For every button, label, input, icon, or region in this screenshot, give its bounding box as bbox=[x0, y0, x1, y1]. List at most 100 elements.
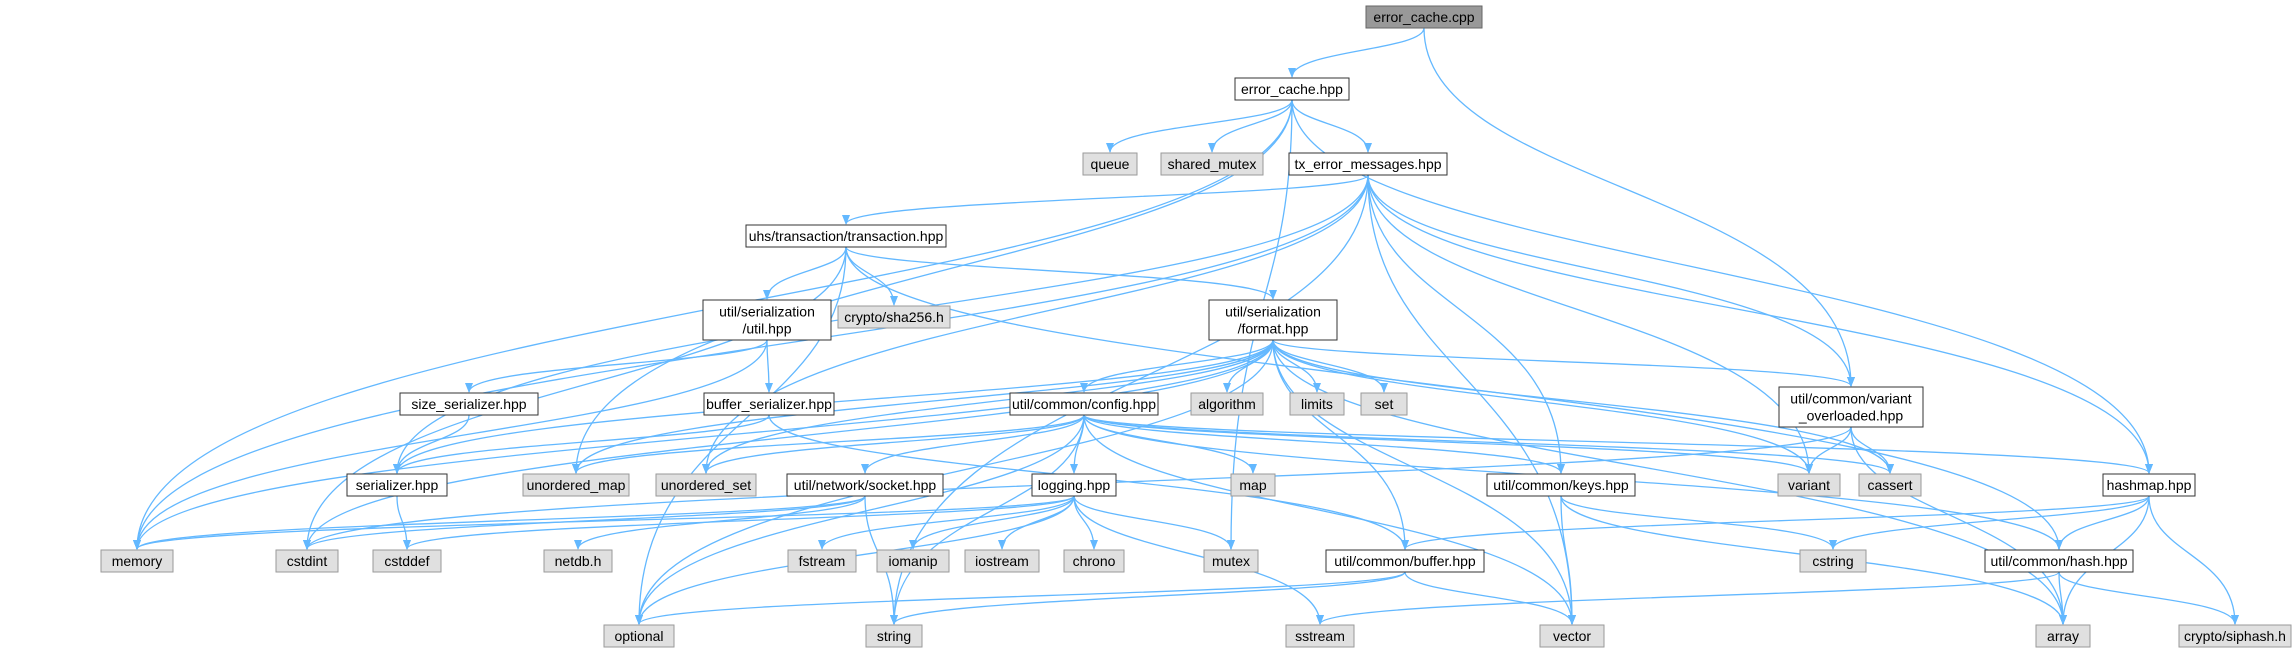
node-label: unordered_set bbox=[661, 477, 751, 493]
node-box bbox=[1009, 392, 1159, 416]
node-label: error_cache.cpp bbox=[1373, 9, 1474, 25]
edge-variant-overloaded-to-array bbox=[1850, 426, 2067, 625]
edge-ser-format-to-memory bbox=[133, 339, 1274, 550]
edge-variant-overloaded-to-cassert bbox=[1850, 426, 1894, 474]
node-box bbox=[1360, 392, 1408, 416]
node-box bbox=[1539, 624, 1605, 648]
node-hashmap[interactable]: hashmap.hpp bbox=[2102, 473, 2196, 497]
edge-logging-to-mutex bbox=[1073, 495, 1235, 550]
edge-tx-error-messages-to-keys bbox=[1367, 174, 1565, 474]
node-box bbox=[543, 549, 613, 573]
node-box bbox=[1486, 473, 1636, 497]
node-box bbox=[787, 549, 857, 573]
node-error-cache-hpp[interactable]: error_cache.hpp bbox=[1234, 77, 1350, 101]
edge-error-cache-cpp-to-error-cache-hpp bbox=[1288, 27, 1425, 78]
node-ser-format[interactable]: util/serialization/format.hpp bbox=[1208, 299, 1338, 341]
node-box bbox=[1082, 152, 1138, 176]
edge-transaction-to-cstdint bbox=[303, 246, 847, 550]
edge-logging-to-iomanip bbox=[909, 495, 1075, 550]
node-buffer[interactable]: util/common/buffer.hpp bbox=[1325, 549, 1485, 573]
node-cstring: cstring bbox=[1799, 549, 1867, 573]
node-label: iostream bbox=[975, 553, 1029, 569]
node-tx-error-messages[interactable]: tx_error_messages.hpp bbox=[1288, 152, 1448, 176]
edge-config-to-string bbox=[890, 414, 1085, 625]
node-unordered-set: unordered_set bbox=[655, 473, 757, 497]
node-box bbox=[1325, 549, 1485, 573]
node-box bbox=[865, 624, 923, 648]
node-label: unordered_map bbox=[527, 477, 626, 493]
node-keys[interactable]: util/common/keys.hpp bbox=[1486, 473, 1636, 497]
node-box bbox=[1203, 549, 1259, 573]
node-transaction[interactable]: uhs/transaction/transaction.hpp bbox=[745, 224, 947, 248]
edge-ser-format-to-unordered-set bbox=[702, 339, 1274, 474]
node-label: util/common/hash.hpp bbox=[1991, 553, 2128, 569]
node-box bbox=[1208, 299, 1338, 341]
node-box bbox=[275, 549, 339, 573]
edge-hash-to-array bbox=[2058, 571, 2067, 625]
node-label: cstddef bbox=[384, 553, 429, 569]
edge-ser-format-to-cassert bbox=[1272, 339, 1894, 474]
edge-tx-error-messages-to-hashmap bbox=[1367, 174, 2153, 474]
edge-ser-format-to-optional bbox=[635, 339, 1274, 625]
node-box bbox=[100, 549, 174, 573]
node-label: shared_mutex bbox=[1168, 156, 1257, 172]
node-label: mutex bbox=[1212, 553, 1250, 569]
node-memory: memory bbox=[100, 549, 174, 573]
edge-hash-to-sstream bbox=[1316, 571, 2060, 625]
node-label: vector bbox=[1553, 628, 1591, 644]
node-hash[interactable]: util/common/hash.hpp bbox=[1984, 549, 2134, 573]
edge-config-to-cassert bbox=[1083, 414, 1894, 474]
node-label: util/serialization bbox=[719, 304, 815, 320]
node-label: queue bbox=[1091, 156, 1130, 172]
edge-config-to-unordered-set bbox=[702, 414, 1085, 474]
node-logging[interactable]: logging.hpp bbox=[1031, 473, 1117, 497]
edge-tx-error-messages-to-string bbox=[890, 174, 1369, 625]
node-chrono: chrono bbox=[1063, 549, 1125, 573]
node-box bbox=[1031, 473, 1117, 497]
node-label: uhs/transaction/transaction.hpp bbox=[749, 228, 944, 244]
node-variant-overloaded[interactable]: util/common/variant_overloaded.hpp bbox=[1778, 386, 1924, 428]
node-box bbox=[1230, 473, 1276, 497]
node-label: netdb.h bbox=[555, 553, 602, 569]
node-error-cache-cpp[interactable]: error_cache.cpp bbox=[1365, 5, 1483, 29]
edge-keys-to-cstring bbox=[1560, 495, 1837, 550]
node-socket[interactable]: util/network/socket.hpp bbox=[786, 473, 944, 497]
node-label: util/common/keys.hpp bbox=[1493, 477, 1629, 493]
node-box bbox=[837, 305, 951, 329]
node-config[interactable]: util/common/config.hpp bbox=[1009, 392, 1159, 416]
node-box bbox=[603, 624, 675, 648]
edge-error-cache-cpp-to-variant-overloaded bbox=[1423, 27, 1855, 387]
edge-config-to-socket bbox=[861, 414, 1085, 474]
node-box bbox=[1858, 473, 1922, 497]
node-serializer[interactable]: serializer.hpp bbox=[346, 473, 448, 497]
node-label: crypto/sha256.h bbox=[844, 309, 944, 325]
node-label: variant bbox=[1788, 477, 1830, 493]
node-box bbox=[703, 392, 835, 416]
node-optional: optional bbox=[603, 624, 675, 648]
node-limits: limits bbox=[1289, 392, 1345, 416]
edge-config-to-map bbox=[1083, 414, 1257, 474]
node-box bbox=[1190, 392, 1264, 416]
node-unordered-map: unordered_map bbox=[522, 473, 630, 497]
node-box bbox=[1799, 549, 1867, 573]
node-ser-util[interactable]: util/serialization/util.hpp bbox=[702, 299, 832, 341]
node-box bbox=[346, 473, 448, 497]
node-label: /format.hpp bbox=[1238, 321, 1309, 337]
node-label: error_cache.hpp bbox=[1241, 81, 1343, 97]
edge-transaction-to-ser-format bbox=[845, 246, 1277, 300]
node-label: util/common/config.hpp bbox=[1012, 396, 1156, 412]
edge-socket-to-memory bbox=[133, 495, 866, 550]
node-iostream: iostream bbox=[964, 549, 1040, 573]
edge-ser-format-to-config bbox=[1080, 339, 1274, 393]
node-label: size_serializer.hpp bbox=[411, 396, 526, 412]
edge-buffer-to-vector bbox=[1404, 571, 1576, 625]
node-size-serializer[interactable]: size_serializer.hpp bbox=[399, 392, 539, 416]
node-box bbox=[1160, 152, 1264, 176]
node-sha256: crypto/sha256.h bbox=[837, 305, 951, 329]
node-fstream: fstream bbox=[787, 549, 857, 573]
edge-ser-format-to-variant-overloaded bbox=[1272, 339, 1855, 387]
node-box bbox=[1289, 392, 1345, 416]
node-buffer-serializer[interactable]: buffer_serializer.hpp bbox=[703, 392, 835, 416]
edge-error-cache-hpp-to-queue bbox=[1106, 99, 1293, 153]
